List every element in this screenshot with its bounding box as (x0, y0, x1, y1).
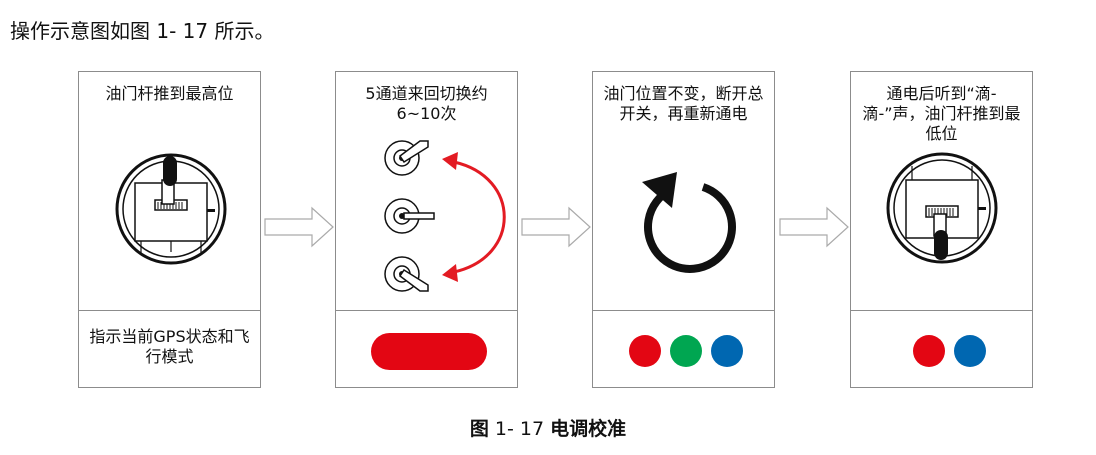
step-4-panel: 通电后听到“滴-滴-”声，油门杆推到最低位 (850, 71, 1033, 388)
red-led (913, 335, 945, 367)
blue-led (711, 335, 743, 367)
right-arrow-icon (779, 206, 849, 248)
step-3-title: 油门位置不变，断开总开关，再重新通电 (603, 84, 764, 123)
power-cycle-icon (642, 172, 736, 273)
red-led (629, 335, 661, 367)
switch-channel-icon (384, 140, 506, 292)
step-2-title: 5通道来回切换约 6~10次 (365, 84, 488, 123)
step-1-panel: 油门杆推到最高位 指示当前GPS状态和飞行模式 (78, 71, 261, 388)
caption-name: 电调校准 (550, 418, 627, 440)
step-3-panel: 油门位置不变，断开总开关，再重新通电 (592, 71, 775, 388)
right-arrow-icon (264, 206, 334, 248)
caption-fig: 图 (469, 418, 489, 440)
red-led-solid (371, 333, 487, 370)
figure-caption: 图 1- 17 电调校准 (0, 416, 1096, 442)
blue-led (954, 335, 986, 367)
green-led (670, 335, 702, 367)
caption-number: 1- 17 (494, 418, 545, 440)
step-1-title: 油门杆推到最高位 (105, 84, 234, 103)
throttle-stick-up-icon (115, 153, 227, 265)
intro-text: 操作示意图如图 1- 17 所示。 (10, 19, 275, 43)
throttle-stick-down-icon (886, 152, 998, 264)
step-4-title: 通电后听到“滴-滴-”声，油门杆推到最低位 (862, 84, 1021, 143)
right-arrow-icon (521, 206, 591, 248)
step-1-bottom-text: 指示当前GPS状态和飞行模式 (89, 327, 250, 366)
step-2-panel: 5通道来回切换约 6~10次 (335, 71, 518, 388)
